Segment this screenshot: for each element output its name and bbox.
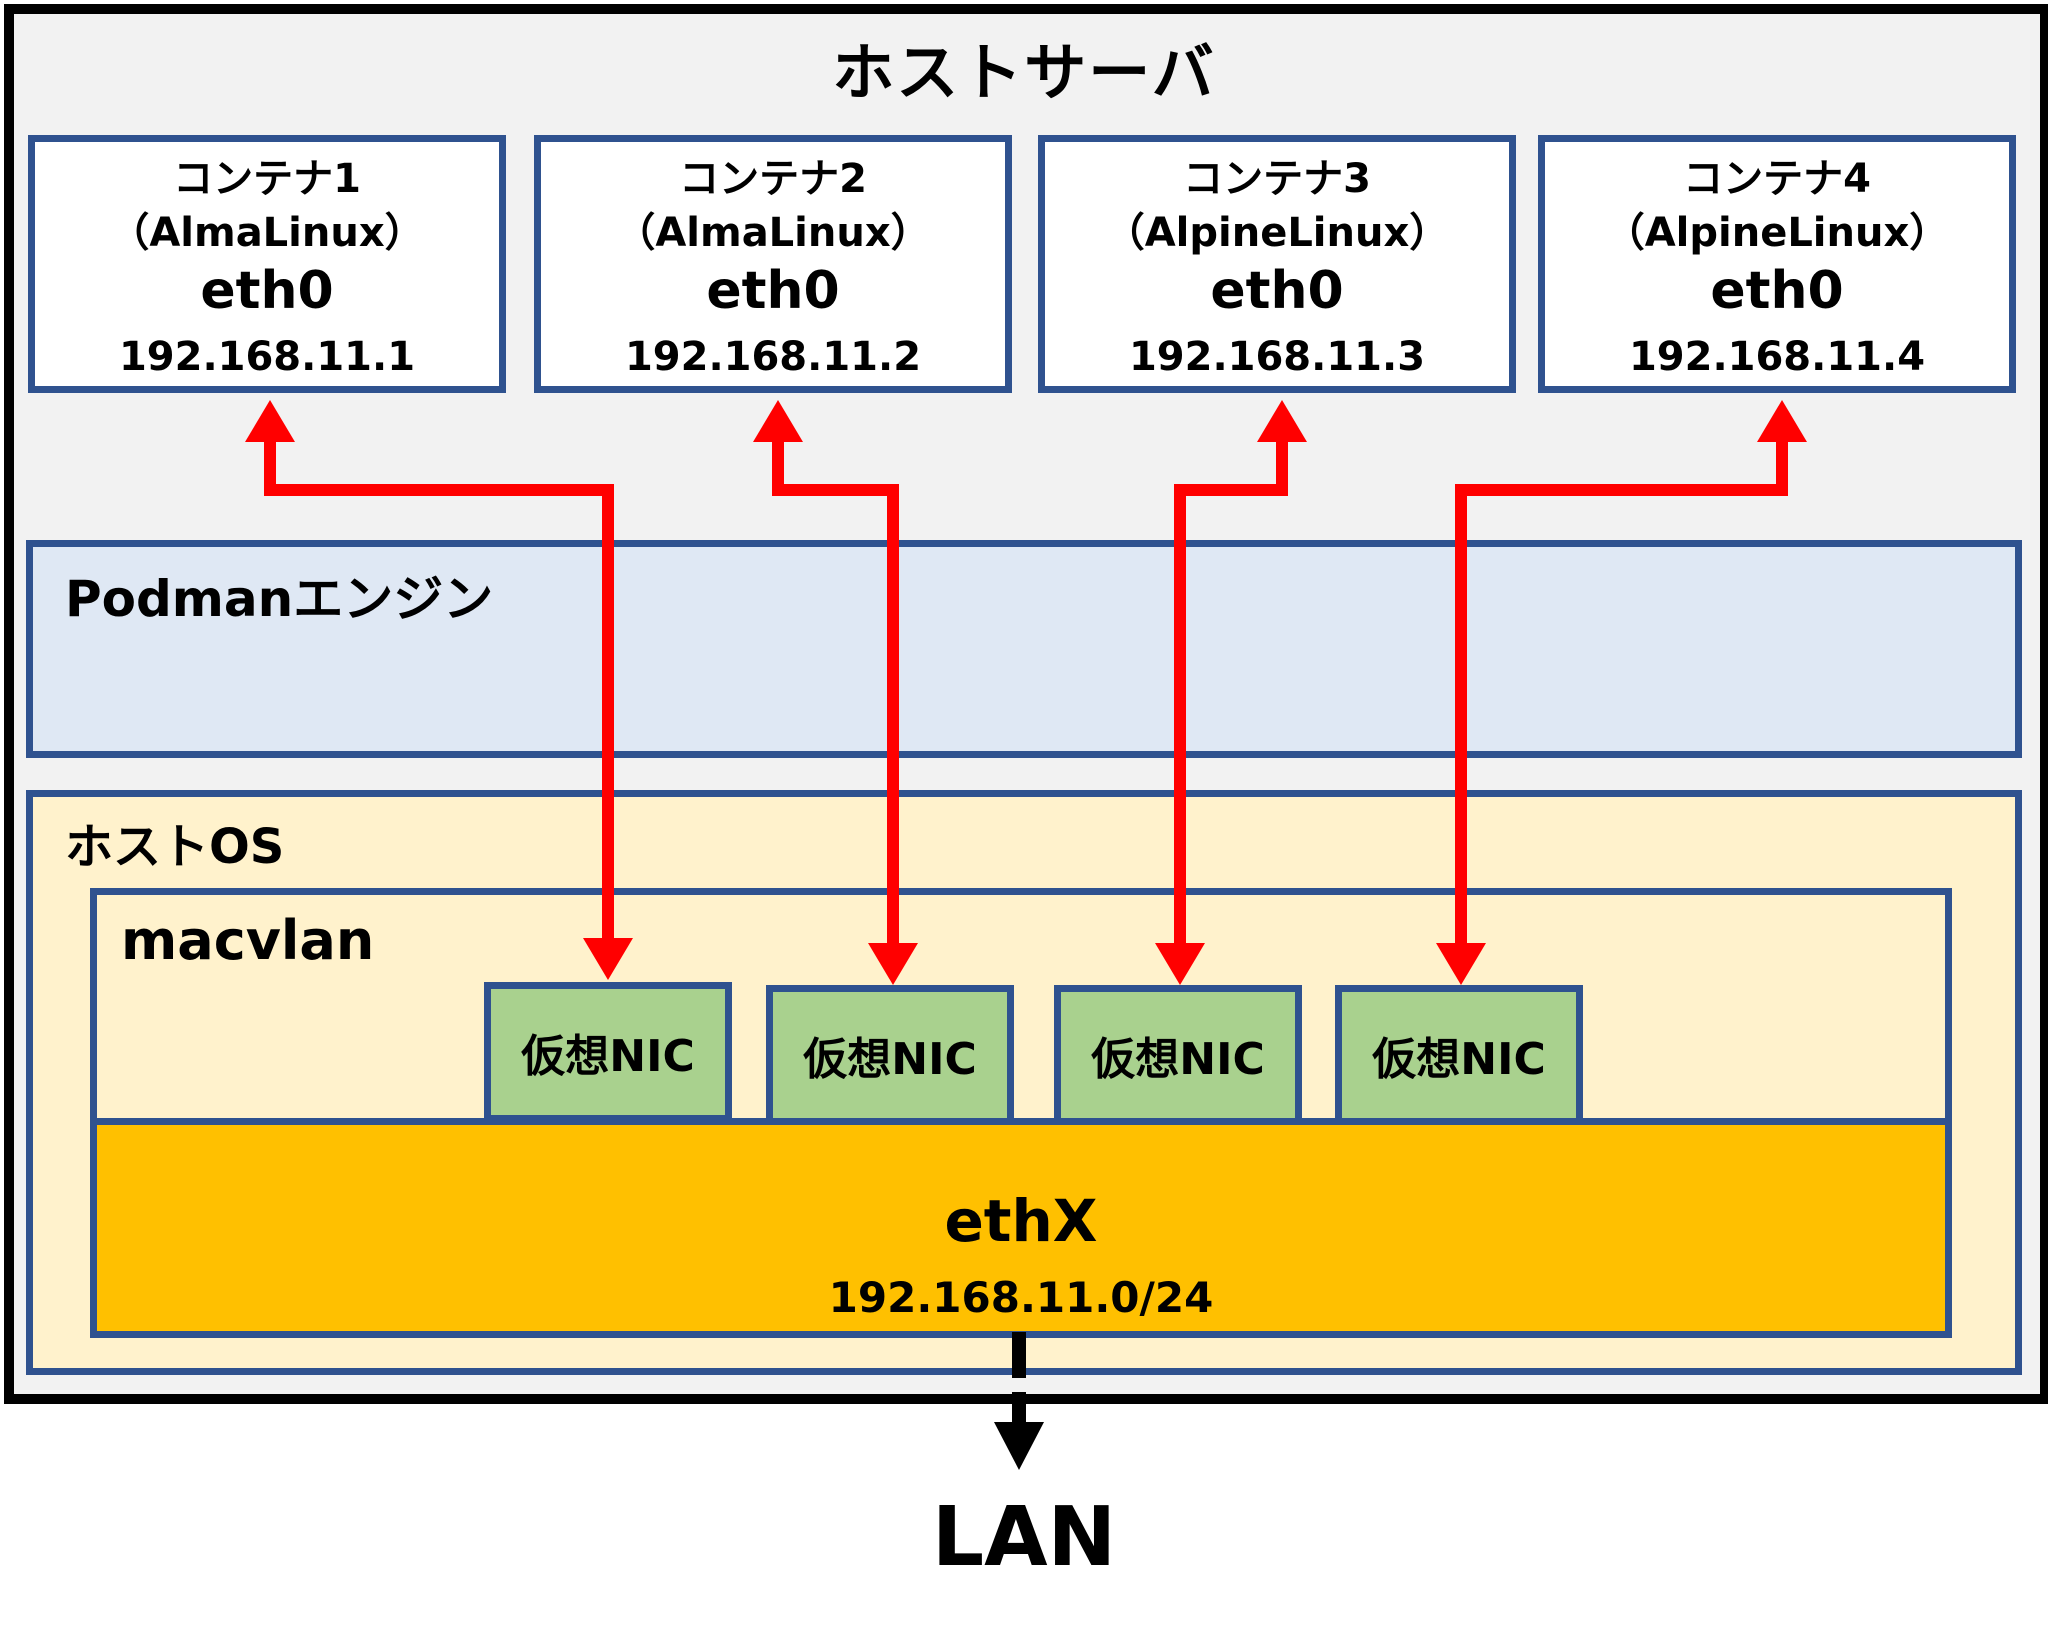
physical-nic-name: ethX — [944, 1187, 1098, 1255]
container-4: コンテナ4 （AlpineLinux） eth0 192.168.11.4 — [1538, 135, 2016, 393]
container-os: （AlmaLinux） — [615, 210, 931, 256]
container-interface: eth0 — [1210, 261, 1344, 321]
container-name: コンテナ2 — [679, 156, 867, 202]
container-name: コンテナ4 — [1683, 156, 1871, 202]
container-ip: 192.168.11.2 — [624, 334, 922, 380]
container-os: （AlpineLinux） — [1604, 210, 1950, 256]
container-3: コンテナ3 （AlpineLinux） eth0 192.168.11.3 — [1038, 135, 1516, 393]
virtual-nic-1: 仮想NIC — [484, 982, 732, 1122]
container-1: コンテナ1 （AlmaLinux） eth0 192.168.11.1 — [28, 135, 506, 393]
physical-nic-ethx: ethX 192.168.11.0/24 — [90, 1118, 1952, 1338]
virtual-nic-2: 仮想NIC — [766, 985, 1014, 1125]
container-os: （AlpineLinux） — [1104, 210, 1450, 256]
container-ip: 192.168.11.3 — [1128, 334, 1426, 380]
container-ip: 192.168.11.4 — [1628, 334, 1926, 380]
lan-arrowhead — [994, 1422, 1044, 1470]
podman-engine-layer: Podmanエンジン — [26, 540, 2022, 758]
container-name: コンテナ1 — [173, 156, 361, 202]
container-name: コンテナ3 — [1183, 156, 1371, 202]
container-ip: 192.168.11.1 — [118, 334, 416, 380]
virtual-nic-4: 仮想NIC — [1335, 985, 1583, 1125]
container-interface: eth0 — [200, 261, 334, 321]
host-os-label: ホストOS — [65, 819, 285, 875]
virtual-nic-3: 仮想NIC — [1054, 985, 1302, 1125]
container-interface: eth0 — [706, 261, 840, 321]
lan-label: LAN — [931, 1490, 1117, 1585]
container-os: （AlmaLinux） — [109, 210, 425, 256]
physical-nic-subnet: 192.168.11.0/24 — [828, 1273, 1214, 1322]
container-2: コンテナ2 （AlmaLinux） eth0 192.168.11.2 — [534, 135, 1012, 393]
macvlan-label: macvlan — [121, 909, 375, 972]
host-server-title: ホストサーバ — [832, 36, 1216, 109]
container-interface: eth0 — [1710, 261, 1844, 321]
podman-engine-label: Podmanエンジン — [65, 570, 494, 628]
